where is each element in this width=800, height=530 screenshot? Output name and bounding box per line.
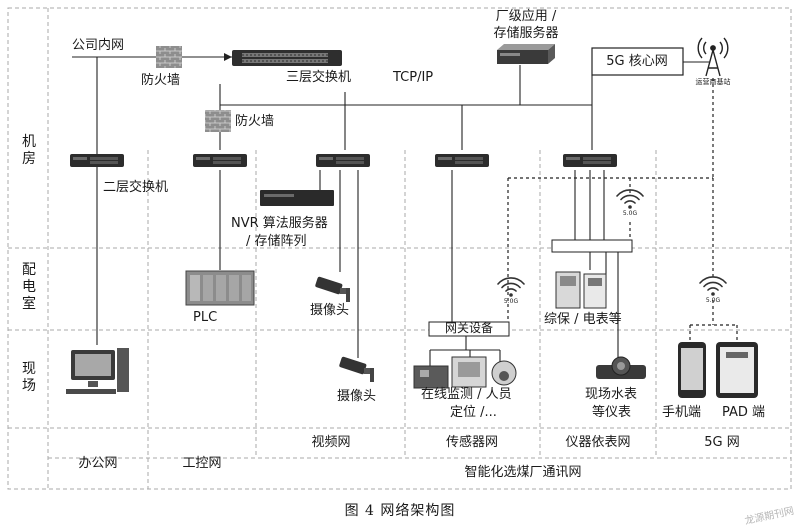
firewall-mid-label: 防火墙 <box>235 114 275 129</box>
water-meter-label-2: 等仪表 <box>592 405 632 420</box>
l2-switch-2-icon <box>193 154 247 167</box>
l2-switch-1-icon <box>70 154 124 167</box>
row-field: 现场 <box>22 361 36 394</box>
factory-app-label-1: 厂级应用 / <box>495 9 557 24</box>
monitor-label-2: 定位 /... <box>450 405 497 420</box>
core-5g-box <box>591 47 684 76</box>
col-sensor-net: 传感器网 <box>445 435 499 450</box>
wired-links <box>72 53 710 370</box>
camera-1-label: 摄像头 <box>310 303 350 318</box>
gateway-box <box>428 321 510 337</box>
base-station-tag: 运营商基站 <box>695 78 731 86</box>
monitor-label-1: 在线监测 / 人员 <box>421 387 512 402</box>
plc-label: PLC <box>193 310 218 325</box>
nvr-server-icon <box>260 190 334 206</box>
firewall-top-label: 防火墙 <box>141 73 181 88</box>
camera-2-label: 摄像头 <box>337 389 377 404</box>
protection-meter-icon <box>555 271 607 309</box>
water-meter-icon <box>596 356 646 379</box>
l2-switch-3-icon <box>316 154 370 167</box>
firewall-mid-icon <box>205 110 231 132</box>
camera-1-icon <box>315 276 350 302</box>
camera-2-icon <box>339 356 374 382</box>
sensor-devices-icon <box>413 356 517 389</box>
factory-server-icon <box>497 44 555 64</box>
col-office-net: 办公网 <box>78 456 118 471</box>
col-video-net: 视频网 <box>311 435 351 450</box>
l3-switch-icon <box>232 50 342 66</box>
row-machine-room: 机房 <box>22 134 36 167</box>
wifi-tag-instrument: 5.0G <box>622 210 638 217</box>
wifi-icon-sensor <box>497 277 525 298</box>
wifi-icon-5g <box>699 276 727 297</box>
pad-label: PAD 端 <box>722 405 766 420</box>
company-intranet-label: 公司内网 <box>72 38 125 53</box>
comm-manager-bar <box>551 239 633 253</box>
office-pc-icon <box>66 348 129 394</box>
phone-label: 手机端 <box>662 405 702 420</box>
col-5g-net: 5G 网 <box>704 435 740 450</box>
l3-switch-label: 三层交换机 <box>286 70 352 85</box>
water-meter-label-1: 现场水表 <box>585 387 638 402</box>
core-5g-label: 5G 核心网 <box>606 54 668 69</box>
factory-app-label-2: 存储服务器 <box>493 26 559 41</box>
l2-switch-5-icon <box>563 154 617 167</box>
tcpip-label: TCP/IP <box>393 70 434 85</box>
col-smart-plant-net: 智能化选煤厂通讯网 <box>464 465 582 480</box>
wifi-tag-5g: 5.0G <box>705 297 721 304</box>
col-instrument-net: 仪器依表网 <box>565 435 631 450</box>
figure-caption: 图 4 网络架构图 <box>344 503 456 519</box>
phone-icon <box>678 342 706 398</box>
base-station-icon <box>697 37 729 77</box>
nvr-label-2: / 存储阵列 <box>246 234 307 249</box>
wireless-links <box>507 78 738 340</box>
gateway-label: 网关设备 <box>444 321 494 335</box>
protect-meter-label: 综保 / 电表等 <box>544 312 622 327</box>
pad-icon <box>716 342 758 398</box>
nvr-label-1: NVR 算法服务器 <box>231 216 328 231</box>
col-control-net: 工控网 <box>182 456 222 471</box>
l2-switch-label: 二层交换机 <box>103 180 169 195</box>
l2-switch-4-icon <box>435 154 489 167</box>
row-distribution-room: 配电室 <box>22 262 36 312</box>
grid-lines <box>7 7 792 490</box>
wifi-tag-sensor: 5.0G <box>503 298 519 305</box>
firewall-top-icon <box>156 46 182 68</box>
plc-icon <box>185 270 255 306</box>
